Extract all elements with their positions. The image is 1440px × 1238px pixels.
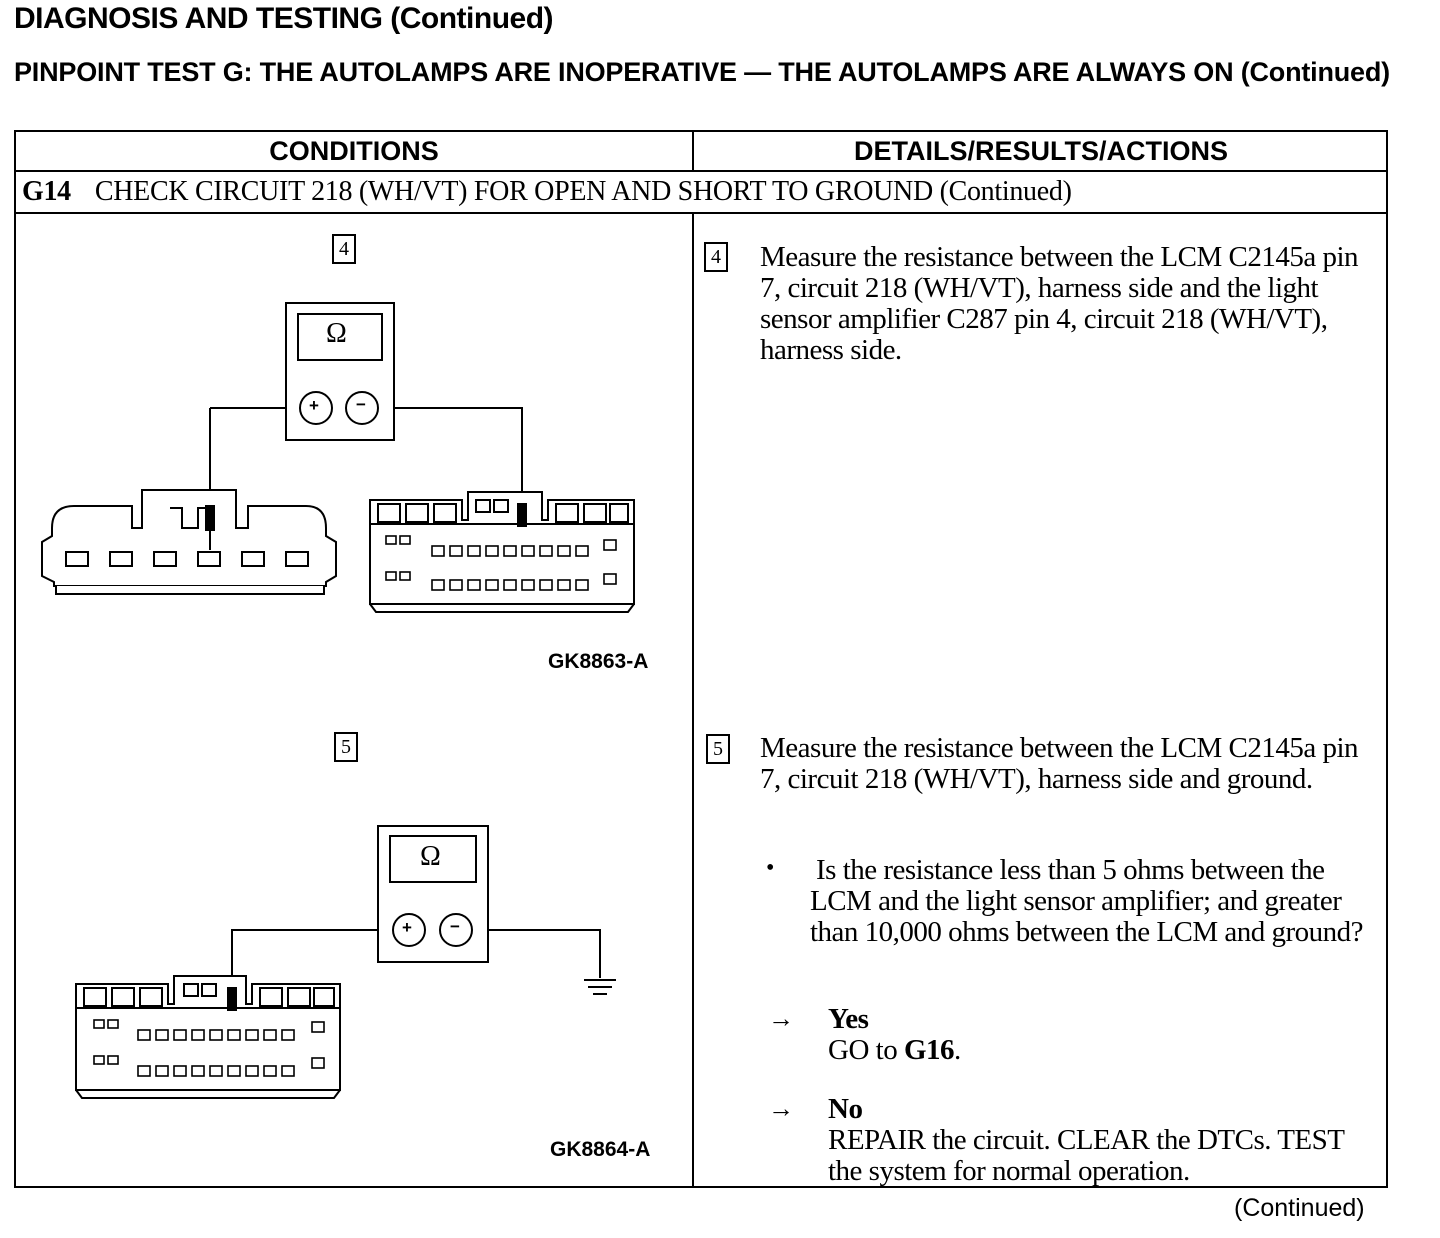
no-label: No (828, 1093, 863, 1125)
figure5-connector-pins (93, 1019, 325, 1077)
figure5-ground-symbol (584, 979, 616, 995)
yes-action-suffix: . (954, 1034, 961, 1066)
pinpoint-test-title: PINPOINT TEST G: THE AUTOLAMPS ARE INOPE… (14, 57, 1390, 87)
header-divider (16, 170, 1386, 172)
figure4-ohmmeter (285, 302, 395, 441)
figure4-number-box: 4 (332, 234, 356, 264)
step-id: G14 (22, 176, 71, 207)
figure4-right-connector-pins (385, 535, 617, 591)
figure5-minus-terminal: − (450, 917, 460, 936)
figure5-connector (75, 975, 341, 1099)
step5-bullet: • (766, 855, 775, 881)
step-title: CHECK CIRCUIT 218 (WH/VT) FOR OPEN AND S… (94, 176, 1072, 207)
no-arrow-icon: → (768, 1094, 794, 1123)
figure5-ohm-symbol: Ω (420, 841, 441, 872)
figure5-label: GK8864-A (550, 1138, 651, 1161)
step4-number-box: 4 (704, 242, 728, 272)
header-conditions: CONDITIONS (269, 136, 439, 166)
column-divider (692, 212, 694, 1186)
figure5-ohmmeter (377, 825, 489, 963)
pinpoint-test-table: CONDITIONS DETAILS/RESULTS/ACTIONS G14 CH… (14, 130, 1388, 1188)
figure4-minus-terminal: − (356, 395, 366, 414)
yes-label: Yes (828, 1003, 869, 1035)
step5-question: Is the resistance less than 5 ohms betwe… (810, 854, 1364, 948)
figure4-left-connector (41, 489, 337, 595)
section-title: DIAGNOSIS AND TESTING (Continued) (14, 2, 554, 35)
figure4-right-connector (369, 491, 635, 613)
step-row: G14 CHECK CIRCUIT 218 (WH/VT) FOR OPEN AN… (22, 176, 1072, 208)
yes-action-prefix: GO to (828, 1034, 904, 1066)
step4-instruction: Measure the resistance between the LCM C… (760, 241, 1359, 366)
yes-action-target: G16 (903, 1034, 955, 1066)
figure5-probe (227, 987, 237, 1011)
header-column-divider (692, 132, 694, 170)
figure5-plus-terminal: + (402, 918, 412, 937)
step5-number-box: 5 (706, 734, 730, 764)
figure4-label: GK8863-A (548, 650, 649, 673)
step5-instruction: Measure the resistance between the LCM C… (760, 732, 1359, 795)
figure4-right-probe (517, 503, 527, 527)
figure4-plus-terminal: + (309, 396, 319, 415)
yes-action: GO to G16. (828, 1035, 961, 1066)
yes-arrow-icon: → (768, 1004, 794, 1033)
figure5-number-box: 5 (334, 732, 358, 762)
continued-footer: (Continued) (1234, 1194, 1365, 1222)
header-details: DETAILS/RESULTS/ACTIONS (853, 136, 1228, 166)
figure4-ohm-symbol: Ω (326, 318, 347, 349)
no-action: REPAIR the circuit. CLEAR the DTCs. TEST… (828, 1124, 1344, 1187)
figure4-left-probe (205, 505, 215, 550)
step-row-divider (16, 212, 1386, 214)
